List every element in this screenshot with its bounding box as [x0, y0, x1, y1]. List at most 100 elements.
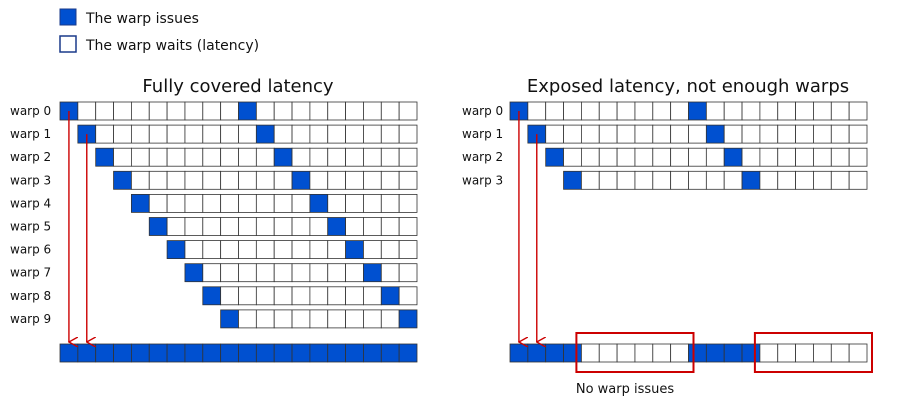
wait-cell-left-8-15	[327, 286, 347, 306]
wait-cell-left-5-10	[238, 217, 257, 236]
wait-cell-right-3-18	[830, 170, 850, 190]
wait-cell-left-4-6	[166, 193, 186, 213]
wait-cell-left-7-18	[380, 263, 400, 283]
wait-cell-left-5-13	[291, 217, 311, 236]
wait-cell-left-6-19	[398, 240, 418, 260]
wait-cell-right-1-17	[813, 124, 832, 144]
wait-cell-left-4-9	[220, 193, 239, 213]
left-warp-label-2: warp 2	[10, 150, 51, 164]
wait-cell-left-1-14	[309, 124, 329, 144]
wait-cell-left-4-11	[255, 193, 275, 213]
wait-cell-right-0-2	[545, 101, 564, 121]
wait-cell-right-0-1	[527, 101, 547, 121]
wait-cell-right-2-4	[581, 147, 600, 167]
wait-cell-left-4-19	[398, 193, 418, 213]
wait-cell-right-3-14	[759, 170, 779, 190]
wait-cell-left-7-19	[398, 263, 418, 283]
wait-cell-right-2-6	[616, 147, 636, 167]
left-warp-label-7: warp 7	[10, 266, 51, 280]
wait-cell-left-0-11	[255, 101, 275, 121]
timeline-idle-cell-right-5	[598, 343, 618, 363]
issue-cell-left-0-10	[238, 101, 257, 121]
wait-cell-right-0-15	[777, 101, 797, 121]
wait-cell-right-2-17	[813, 147, 832, 167]
wait-cell-right-1-15	[777, 124, 797, 144]
timeline-issue-cell-left-0	[59, 343, 79, 363]
wait-cell-right-1-16	[795, 124, 814, 144]
wait-cell-right-0-7	[634, 101, 654, 121]
timeline-issue-cell-right-10	[688, 343, 707, 363]
wait-cell-left-2-17	[363, 147, 382, 167]
legend-issue-swatch	[59, 8, 77, 26]
wait-cell-right-1-6	[616, 124, 636, 144]
issue-cell-left-7-17	[363, 263, 382, 283]
wait-cell-left-1-17	[363, 124, 382, 144]
wait-cell-left-5-9	[220, 217, 239, 236]
wait-cell-left-5-18	[380, 217, 400, 236]
timeline-issue-cell-left-5	[148, 343, 168, 363]
wait-cell-left-0-1	[77, 101, 97, 121]
timeline-issue-cell-left-10	[238, 343, 257, 363]
wait-cell-left-6-13	[291, 240, 311, 260]
wait-cell-left-1-15	[327, 124, 347, 144]
issue-cell-left-7-7	[184, 263, 204, 283]
wait-cell-left-8-13	[291, 286, 311, 306]
timeline-idle-cell-right-4	[581, 343, 600, 363]
wait-cell-left-2-9	[220, 147, 239, 167]
issue-cell-left-4-14	[309, 193, 329, 213]
issue-cell-left-1-11	[255, 124, 275, 144]
wait-cell-left-2-14	[309, 147, 329, 167]
wait-cell-right-2-16	[795, 147, 814, 167]
wait-cell-left-4-8	[202, 193, 222, 213]
wait-cell-left-6-15	[327, 240, 347, 260]
wait-cell-right-2-11	[705, 147, 725, 167]
wait-cell-right-0-8	[652, 101, 672, 121]
wait-cell-right-3-5	[598, 170, 618, 190]
timeline-idle-cell-right-6	[616, 343, 636, 363]
wait-cell-left-6-17	[363, 240, 382, 260]
left-warp-label-3: warp 3	[10, 173, 51, 187]
wait-cell-right-1-9	[670, 124, 689, 144]
wait-cell-left-0-5	[148, 101, 168, 121]
timeline-issue-cell-left-1	[77, 343, 97, 363]
timeline-idle-cell-right-14	[759, 343, 779, 363]
wait-cell-left-5-12	[273, 217, 293, 236]
timeline-issue-cell-right-11	[705, 343, 725, 363]
issue-cell-right-3-3	[563, 170, 582, 190]
wait-cell-left-6-10	[238, 240, 257, 260]
left-warp-label-4: warp 4	[10, 196, 51, 210]
wait-cell-left-1-10	[238, 124, 257, 144]
wait-cell-left-3-12	[273, 170, 293, 190]
wait-cell-right-2-3	[563, 147, 582, 167]
left-warp-label-6: warp 6	[10, 243, 51, 257]
wait-cell-left-1-18	[380, 124, 400, 144]
issue-cell-left-6-16	[345, 240, 364, 260]
wait-cell-left-5-19	[398, 217, 418, 236]
wait-cell-right-2-19	[848, 147, 868, 167]
timeline-idle-cell-right-8	[652, 343, 672, 363]
issue-cell-left-4-4	[130, 193, 150, 213]
timeline-issue-cell-left-9	[220, 343, 239, 363]
wait-cell-right-2-14	[759, 147, 779, 167]
wait-cell-right-3-12	[723, 170, 743, 190]
wait-cell-right-0-6	[616, 101, 636, 121]
wait-cell-right-3-4	[581, 170, 600, 190]
wait-cell-left-2-8	[202, 147, 222, 167]
wait-cell-left-7-11	[255, 263, 275, 283]
timeline-issue-cell-left-3	[113, 343, 132, 363]
wait-cell-left-6-8	[202, 240, 222, 260]
wait-cell-left-2-15	[327, 147, 347, 167]
wait-cell-left-2-5	[148, 147, 168, 167]
wait-cell-right-0-14	[759, 101, 779, 121]
timeline-issue-cell-left-7	[184, 343, 204, 363]
legend: The warp issues The warp waits (latency)	[59, 8, 259, 54]
timeline-idle-cell-right-15	[777, 343, 797, 363]
issue-cell-right-1-11	[705, 124, 725, 144]
left-warp-label-0: warp 0	[10, 104, 51, 118]
issue-cell-left-5-5	[148, 217, 168, 236]
timeline-issue-cell-right-0	[509, 343, 529, 363]
wait-cell-left-8-12	[273, 286, 293, 306]
timeline-issue-cell-left-18	[380, 343, 400, 363]
